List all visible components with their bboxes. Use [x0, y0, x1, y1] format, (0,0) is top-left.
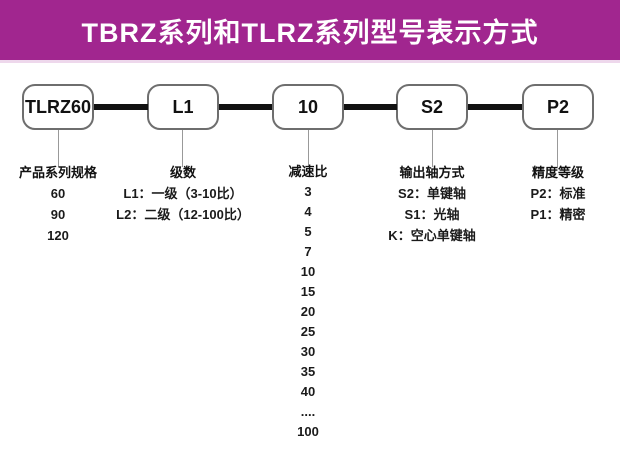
column-title: 产品系列规格	[18, 165, 98, 180]
header-bar: TBRZ系列和TLRZ系列型号表示方式	[0, 0, 620, 63]
page-title: TBRZ系列和TLRZ系列型号表示方式	[81, 17, 539, 48]
column-precision-grade: 精度等级 P2：标准 P1：精密	[531, 162, 586, 225]
connector-line	[219, 104, 272, 110]
column-option: S2：单键轴	[398, 186, 466, 201]
output-shaft-code: S2	[420, 96, 444, 117]
connector-line	[344, 104, 397, 110]
series-code-box: TLRZ60	[22, 84, 94, 130]
column-option: 4	[304, 204, 312, 219]
series-code: TLRZ60	[24, 96, 91, 117]
column-title: 减速比	[288, 164, 328, 179]
column-option: ....	[300, 404, 316, 419]
precision-code: P2	[546, 96, 570, 117]
column-option: S1：光轴	[404, 207, 460, 222]
column-option: 20	[300, 304, 316, 319]
column-option: 120	[47, 228, 69, 243]
column-option: 40	[300, 384, 316, 399]
drop-line	[308, 130, 309, 167]
stages-code: L1	[172, 96, 194, 117]
column-title: 级数	[169, 165, 196, 180]
column-option: 60	[50, 186, 66, 201]
column-option: K：空心单键轴	[388, 228, 476, 243]
stages-code-box: L1	[147, 84, 219, 130]
connector-line	[468, 104, 522, 110]
column-option: 5	[304, 224, 312, 239]
drop-line	[557, 130, 558, 167]
drop-line	[182, 130, 183, 167]
column-stages: 级数 L1：一级（3-10比） L2：二级（12-100比）	[116, 162, 250, 225]
column-option: P2：标准	[530, 186, 586, 201]
column-option: L1：一级（3-10比）	[123, 186, 243, 201]
column-title: 输出轴方式	[399, 165, 465, 180]
column-option: 15	[300, 284, 316, 299]
column-option: 35	[300, 364, 316, 379]
ratio-code-box: 10	[272, 84, 344, 130]
column-option: 90	[50, 207, 66, 222]
precision-code-box: P2	[522, 84, 594, 130]
column-title: 精度等级	[531, 165, 584, 180]
column-option: 7	[304, 244, 312, 259]
column-option: 30	[300, 344, 316, 359]
column-series-spec: 产品系列规格 60 90 120	[19, 162, 97, 246]
drop-line	[432, 130, 433, 167]
column-option: 100	[297, 424, 319, 439]
connector-line	[94, 104, 148, 110]
output-shaft-code-box: S2	[396, 84, 468, 130]
column-option: 25	[300, 324, 316, 339]
column-option: L2：二级（12-100比）	[116, 207, 250, 222]
ratio-code: 10	[297, 96, 319, 117]
drop-line	[58, 130, 59, 167]
column-reduction-ratio: 减速比 3 4 5 7 10 15 20 25 30 35 40 .... 10…	[288, 162, 327, 442]
column-option: 3	[304, 184, 312, 199]
column-option: P1：精密	[530, 207, 586, 222]
column-output-shaft: 输出轴方式 S2：单键轴 S1：光轴 K：空心单键轴	[388, 162, 475, 246]
column-option: 10	[300, 264, 316, 279]
